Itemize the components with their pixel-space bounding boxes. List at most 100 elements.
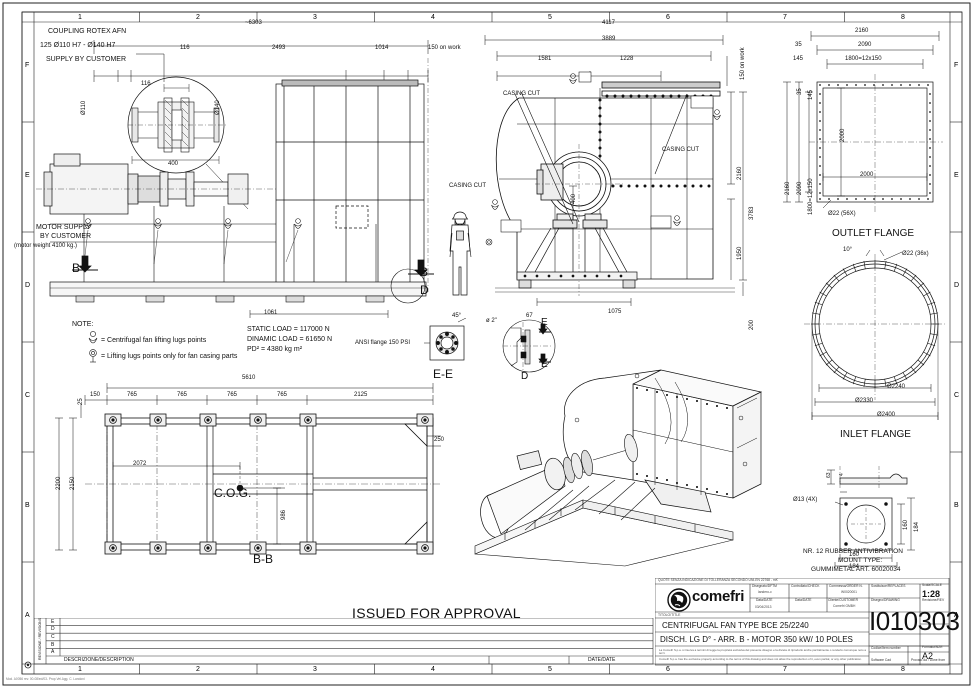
dim-outlet-v35: 35 (797, 88, 803, 95)
coupling-title: COUPLING ROTEX AFN (48, 28, 127, 35)
zone-top-4: 4 (431, 14, 435, 21)
drawn-label: Disegnato/DFTM (752, 584, 777, 588)
zone-left-a: A (25, 612, 30, 619)
dim-67: 67 (526, 313, 533, 319)
dim-antivib-4: 4 (839, 473, 845, 476)
dim-1950-h: 1950 (737, 246, 743, 260)
rev-row-b: B (51, 642, 55, 648)
dia-2in-label: ø 2" (486, 318, 497, 324)
casing-cut-3: CASING CUT (449, 183, 487, 189)
rev-row-a: A (51, 649, 55, 655)
copyright-en: Comefri S.p.a. has the exclusive propert… (659, 657, 862, 661)
angle-10-label: 10° (843, 247, 853, 253)
rev-desc-header: DESCRIZIONE/DESCRIPTION (64, 657, 134, 663)
coupling-dia-110: Ø110 (81, 100, 87, 115)
scale-value: 1:28 (922, 589, 941, 599)
tolerance-note: QUOTE SENZA INDICAZIONE DI TOLLERANZA SE… (658, 578, 778, 582)
dim-inlet-2330: Ø2330 (855, 398, 874, 404)
item-label: Codice/Item number (871, 646, 901, 650)
zone-top-7: 7 (783, 14, 787, 21)
drawing-number: I010303 (869, 606, 960, 636)
dim-plan-150: 150 (90, 392, 101, 398)
dim-plan-250: 250 (434, 437, 445, 443)
note-1: = Centrifugal fan lifting lugs points (101, 337, 207, 344)
zone-bot-2: 2 (196, 666, 200, 673)
antivibration-mount-detail (827, 466, 915, 568)
title-line-1: CENTRIFUGAL FAN TYPE BCE 25/2240 (662, 621, 809, 630)
casing-cut-2: CASING CUT (662, 147, 700, 153)
zone-bot-5: 5 (548, 666, 552, 673)
drawing-label: Disegno/DRAWING (871, 598, 900, 602)
detail-d-label: D (521, 371, 529, 382)
dim-outlet-145: 145 (793, 56, 804, 62)
rev-date-header: DATE/DATE (588, 657, 616, 663)
zone-bot-7: 7 (783, 666, 787, 673)
inlet-flange-title: INLET FLANGE (840, 429, 911, 440)
outlet-flange-view (783, 31, 943, 212)
front-elevation-view (484, 35, 747, 306)
dim-200: 200 (749, 319, 755, 330)
on-work-mid: 150 on work (740, 47, 746, 80)
zone-right-e: E (954, 172, 959, 179)
dim-2160-h: 2160 (737, 166, 743, 180)
dim-3783-h: 3783 (749, 206, 755, 220)
dim-outlet-2160: 2160 (855, 28, 869, 34)
antivib-line3: GUMMIMETAL ART. 60020034 (811, 566, 901, 573)
dim-2493: 2493 (272, 45, 286, 51)
software-label: Software Cad (871, 658, 891, 662)
dim-outlet-2090: 2090 (858, 42, 872, 48)
copyright-it: La Comefri S.p.a. si riserva a termini d… (659, 648, 866, 656)
date-value: 03/04/2013 (755, 605, 772, 609)
approved-label: Provato da / Done from (911, 658, 946, 662)
dim-1014: 1014 (375, 45, 389, 51)
dim-plan-2150: 2150 (70, 476, 76, 490)
footer-note: Mod. A0056 rev. 00-08/ed/03- Prop.Vel.Ag… (6, 677, 85, 681)
dynamic-load: DINAMIC LOAD = 61650 N (247, 336, 333, 343)
order-label: Commessa/ORDER N. (829, 584, 863, 588)
zone-top-1: 1 (78, 14, 82, 21)
dim-plan-2125: 2125 (354, 392, 368, 398)
dim-outlet-v145: 145 (808, 89, 814, 100)
dim-front-overall: 4117 (602, 20, 615, 26)
motor-weight: (motor weight 4100 kg.) (14, 243, 78, 249)
on-work-left: 150 on work (428, 45, 461, 51)
dim-1075: 1075 (608, 309, 622, 315)
brand-logo-text: comefri (692, 588, 745, 605)
static-load: STATIC LOAD = 117000 N (247, 326, 330, 333)
coupling-dia-140: Ø140 (215, 100, 221, 115)
inlet-holes: Ø22 (36x) (902, 251, 929, 257)
zone-right-c: C (954, 392, 960, 399)
lug-symbol-icon-1 (88, 331, 98, 344)
dim-plan-765-1: 765 (127, 392, 138, 398)
zone-left-c: C (25, 392, 31, 399)
dim-400: 400 (571, 193, 577, 204)
approval-stamp: ISSUED FOR APPROVAL (352, 605, 521, 621)
title-block (655, 578, 950, 666)
order-value: W0020001 (841, 590, 857, 594)
dim-outlet-v2090: 2090 (797, 181, 803, 195)
zone-right-f: F (954, 62, 959, 69)
dim-antivib-63: 63 (826, 472, 832, 478)
dim-1228: 1228 (620, 56, 634, 62)
dim-outlet-1800: 1800=12x150 (845, 56, 882, 62)
casing-cut-1: CASING CUT (503, 91, 541, 97)
section-ee-detail (424, 318, 467, 361)
pd2-value: PD² = 4380 kg m² (247, 346, 303, 353)
rev-row-e: E (51, 619, 55, 625)
dim-front-inner: 3889 (602, 36, 616, 42)
zone-bot-1: 1 (78, 666, 82, 673)
dim-plan-986: 986 (281, 509, 287, 520)
zone-bot-6: 6 (666, 666, 670, 673)
title-label: TITOLO/TITLE (658, 613, 681, 617)
zone-right-d: D (954, 282, 960, 289)
zone-right-a: A (954, 612, 959, 619)
drawn-value: landero-c (758, 590, 772, 594)
dim-antivib-184v: 184 (914, 521, 920, 532)
plan-view-bb (55, 383, 441, 555)
customer-label: Cliente/CUSTOMER (828, 598, 858, 602)
dim-1581: 1581 (538, 56, 552, 62)
zone-top-6: 6 (666, 14, 670, 21)
dim-116: 116 (180, 45, 190, 51)
coupling-spec: 125 Ø110 H7 - Ø140 H7 (40, 42, 116, 49)
